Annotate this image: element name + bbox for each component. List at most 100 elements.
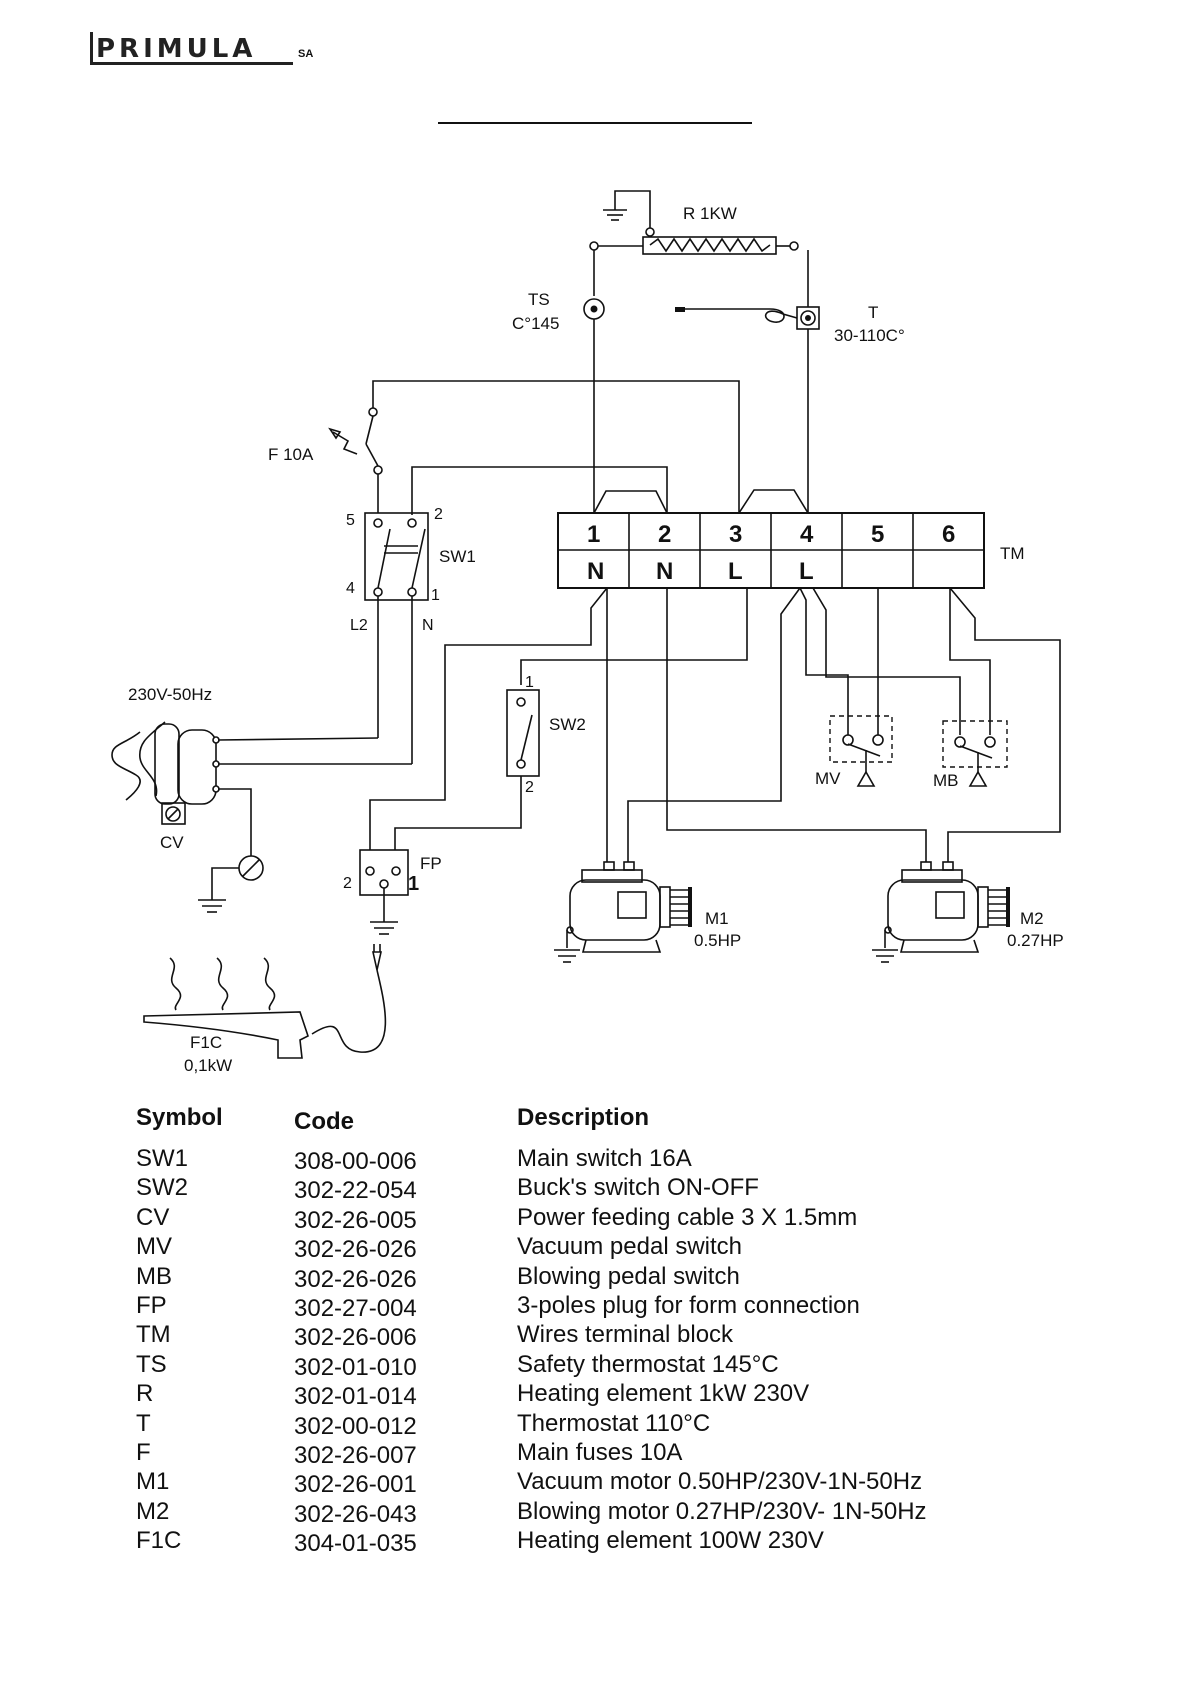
parts-table: Symbol Code Description SW1 308-00-006 Mai… [136, 1104, 1036, 1558]
symbol-cell: TM [136, 1321, 171, 1349]
bridge-3-4 [738, 489, 809, 514]
terminal-3-number: 3 [729, 521, 742, 548]
code-cell: 302-00-012 [294, 1412, 417, 1440]
symbol-cell: TS [136, 1350, 167, 1378]
description-cell: Blowing motor 0.27HP/230V- 1N-50Hz [517, 1497, 927, 1525]
code-cell: 302-27-004 [294, 1294, 417, 1322]
label-t: T [868, 303, 878, 322]
main-switch-sw1 [364, 512, 429, 764]
description-cell: Heating element 100W 230V [517, 1527, 824, 1555]
label-m2: M2 [1020, 909, 1044, 928]
description-cell: Blowing pedal switch [517, 1262, 740, 1290]
code-cell: 302-01-010 [294, 1353, 417, 1381]
label-m1-power: 0.5HP [694, 931, 741, 950]
description-cell: Vacuum pedal switch [517, 1233, 742, 1261]
symbol-cell: F [136, 1438, 151, 1466]
code-cell: 302-26-005 [294, 1206, 417, 1234]
bridge-1-2 [593, 490, 668, 514]
terminal-2-phase: N [656, 558, 673, 585]
pedal-switch-mv [829, 715, 893, 787]
table-row: TS 302-01-010 Safety thermostat 145°C [136, 1350, 1036, 1381]
switch-sw2 [506, 689, 540, 777]
pedal-switch-mb [942, 720, 1008, 787]
label-fuse: F 10A [268, 445, 314, 464]
sw1-pin-4: 4 [346, 580, 355, 597]
code-cell: 302-22-054 [294, 1177, 417, 1205]
header-description: Description [517, 1104, 650, 1131]
terminal-3-phase: L [728, 558, 743, 585]
label-l2: L2 [350, 617, 368, 634]
fp-pin-1: 1 [408, 873, 419, 895]
code-cell: 304-01-035 [294, 1530, 417, 1558]
terminal-4-number: 4 [800, 521, 814, 548]
table-row: SW2 302-22-054 Buck's switch ON-OFF [136, 1173, 1036, 1205]
description-cell: Wires terminal block [517, 1321, 734, 1349]
code-cell: 308-00-006 [294, 1148, 417, 1175]
terminal-1-number: 1 [587, 521, 600, 548]
label-t-value: 30-110C° [834, 326, 905, 345]
symbol-cell: SW2 [136, 1174, 189, 1202]
symbol-cell: R [136, 1380, 154, 1408]
label-m2-power: 0.27HP [1007, 931, 1064, 950]
code-cell: 302-01-014 [294, 1383, 417, 1411]
label-sw2: SW2 [549, 715, 586, 734]
logo-text: PRIMULA [96, 34, 257, 64]
terminal-5-number: 5 [871, 521, 884, 548]
header-symbol: Symbol [136, 1104, 223, 1131]
heater-ground [603, 190, 651, 231]
description-cell: Vacuum motor 0.50HP/230V-1N-50Hz [517, 1468, 923, 1496]
label-sw1-n: N [422, 617, 434, 634]
description-cell: Main switch 16A [517, 1145, 692, 1172]
symbol-cell: F1C [136, 1527, 182, 1555]
label-sw1: SW1 [439, 547, 476, 566]
symbol-cell: SW1 [136, 1145, 189, 1172]
table-header: Symbol Code Description [136, 1104, 1036, 1144]
label-f1c: F1C [190, 1033, 222, 1052]
symbol-cell: FP [136, 1291, 167, 1319]
label-mv: MV [815, 769, 841, 788]
table-row: F1C 304-01-035 Heating element 100W 230V [136, 1526, 1036, 1558]
table-row: M1 302-26-001 Vacuum motor 0.50HP/230V-1N-… [136, 1467, 1036, 1499]
description-cell: Buck's switch ON-OFF [517, 1174, 759, 1202]
wire-sw1-tm2 [411, 466, 668, 515]
sw2-pin-2: 2 [525, 779, 534, 796]
thermostat-t [675, 250, 820, 513]
symbol-cell: T [136, 1409, 151, 1437]
description-cell: Thermostat 110°C [517, 1409, 711, 1437]
label-r: R 1KW [683, 204, 737, 223]
description-cell: Safety thermostat 145°C [517, 1350, 779, 1378]
primula-logo: PRIMULA SA [90, 30, 330, 66]
blowing-motor-m2 [872, 861, 1010, 963]
label-f1c-power: 0,1kW [184, 1056, 232, 1075]
safety-thermostat-ts [583, 250, 605, 513]
heating-element-r [589, 227, 799, 255]
label-cv: CV [160, 833, 184, 852]
label-m1: M1 [705, 909, 729, 928]
symbol-cell: M2 [136, 1497, 170, 1525]
vacuum-motor-m1 [554, 861, 692, 963]
table-body: SW1 308-00-006 Main switch 16A SW2 302-22-05… [136, 1144, 1036, 1558]
sw1-pin-2: 2 [434, 506, 443, 523]
title-underline [438, 122, 752, 124]
code-cell: 302-26-001 [294, 1471, 417, 1499]
code-cell: 302-26-026 [294, 1265, 417, 1293]
sw1-pin-1: 1 [431, 587, 440, 604]
label-mb: MB [933, 771, 959, 790]
logo-suffix: SA [298, 48, 314, 60]
description-cell: Power feeding cable 3 X 1.5mm [517, 1203, 858, 1231]
symbol-cell: MB [136, 1262, 172, 1290]
logo-frame [90, 32, 293, 65]
code-cell: 302-26-007 [294, 1441, 417, 1469]
symbol-cell: M1 [136, 1468, 170, 1496]
description-cell: Heating element 1kW 230V [517, 1380, 810, 1408]
table-row: R 302-01-014 Heating element 1kW 230V [136, 1379, 1036, 1411]
terminal-wiring [369, 587, 1061, 862]
table-row: SW1 308-00-006 Main switch 16A [136, 1144, 1036, 1175]
label-ts: TS [528, 290, 550, 309]
table-row: MB 302-26-026 Blowing pedal switch [136, 1262, 1036, 1293]
terminal-numbers: 1 2 3 4 5 6 [587, 521, 955, 548]
